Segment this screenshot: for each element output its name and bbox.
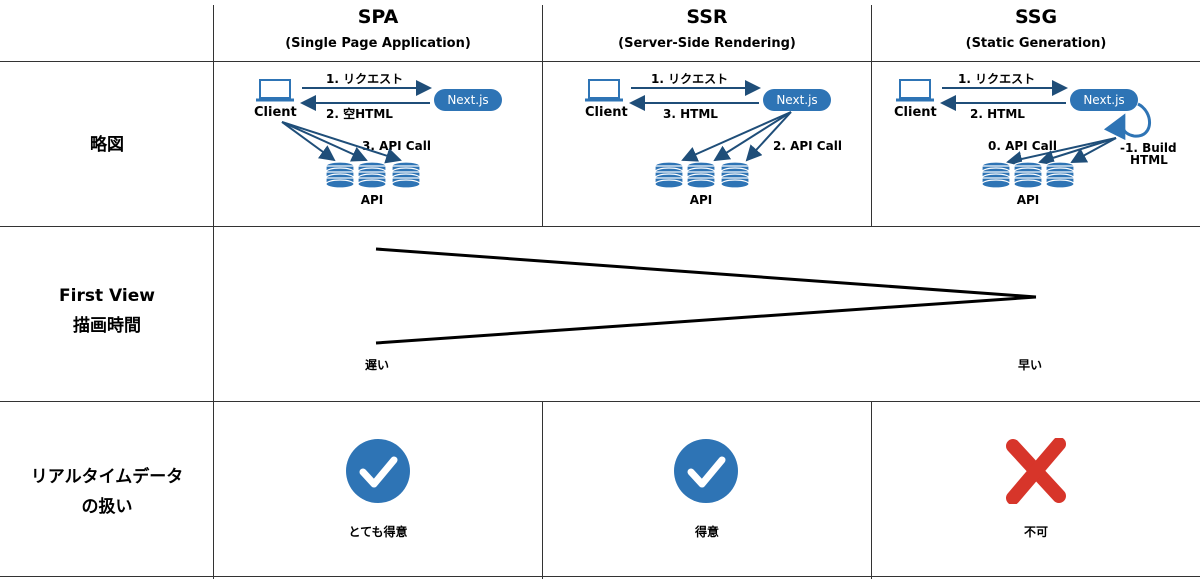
row-label-handling: の扱い xyxy=(81,497,133,517)
column-title-ssg: SSG xyxy=(1014,6,1058,28)
nextjs-label: Next.js xyxy=(1083,93,1124,107)
row-divider-firstview xyxy=(0,401,1200,402)
database-icon xyxy=(357,161,387,189)
slow-label: 遅い xyxy=(365,358,390,372)
column-title-spa: SPA xyxy=(357,6,399,28)
step-api-call-label: 0. API Call xyxy=(988,139,1057,153)
laptop-icon xyxy=(256,79,294,102)
step-request-label: 1. リクエスト xyxy=(651,72,728,86)
laptop-icon xyxy=(585,79,623,102)
col-divider-ssr-ssg-bottom xyxy=(871,401,872,579)
column-title-ssr: SSR xyxy=(686,6,728,28)
step-html-label: 2. 空HTML xyxy=(326,106,393,121)
nextjs-label: Next.js xyxy=(776,93,817,107)
fast-label: 早い xyxy=(1018,358,1043,372)
nextjs-node: Next.js xyxy=(434,89,502,111)
step-html-label: 3. HTML xyxy=(663,107,718,121)
api-label: API xyxy=(690,193,713,207)
row-label-render-time: 描画時間 xyxy=(73,316,141,336)
database-icon xyxy=(1045,161,1075,189)
step-request-label: 1. リクエスト xyxy=(326,72,403,86)
laptop-icon xyxy=(896,79,934,102)
api-label: API xyxy=(1017,193,1040,207)
check-circle-icon xyxy=(346,439,410,503)
row-divider-header xyxy=(0,61,1200,62)
step-html-label: 2. HTML xyxy=(970,107,1025,121)
col-divider-spa-ssr-bottom xyxy=(542,401,543,579)
nextjs-node: Next.js xyxy=(763,89,831,111)
nextjs-label: Next.js xyxy=(447,93,488,107)
column-subtitle-spa: (Single Page Application) xyxy=(285,36,471,51)
realtime-caption-ssr: 得意 xyxy=(694,525,719,539)
red-cross-icon xyxy=(1006,438,1066,504)
step-request-label: 1. リクエスト xyxy=(958,72,1035,86)
client-label: Client xyxy=(894,105,937,120)
col-divider-ssr-ssg xyxy=(871,5,872,226)
ssr-diagram: Client Next.js 1. リクエスト 3. HTML 2. API C… xyxy=(585,72,842,207)
build-label: -1. Build xyxy=(1120,141,1177,155)
step-api-call-label: 2. API Call xyxy=(773,139,842,153)
step-api-call-label: 3. API Call xyxy=(362,139,431,153)
column-subtitle-ssr: (Server-Side Rendering) xyxy=(618,36,796,51)
realtime-caption-spa: とても得意 xyxy=(348,525,408,539)
nextjs-node: Next.js xyxy=(1070,89,1138,111)
database-icon xyxy=(981,161,1011,189)
client-label: Client xyxy=(254,105,297,120)
spa-diagram: Client Next.js 1. リクエスト 2. 空HTML 3. API … xyxy=(254,72,502,207)
ssg-diagram: Client Next.js 1. リクエスト 2. HTML -1. Buil… xyxy=(894,72,1177,207)
row-label-realtime: リアルタイムデータ xyxy=(30,467,184,487)
build-loop-arrow xyxy=(1103,102,1151,141)
build-label-html: HTML xyxy=(1130,153,1168,167)
realtime-caption-ssg: 不可 xyxy=(1023,525,1048,539)
row-label-diagram: 略図 xyxy=(90,135,124,155)
row-label-first-view: First View xyxy=(59,286,155,306)
database-icon xyxy=(391,161,421,189)
database-icon xyxy=(686,161,716,189)
first-view-wedge xyxy=(375,247,1037,345)
database-icon xyxy=(654,161,684,189)
api-label: API xyxy=(361,193,384,207)
database-icon xyxy=(720,161,750,189)
client-label: Client xyxy=(585,105,628,120)
database-icon xyxy=(1013,161,1043,189)
row-divider-diagram xyxy=(0,226,1200,227)
check-circle-icon xyxy=(674,439,738,503)
row-divider-bottom xyxy=(0,576,1200,577)
column-subtitle-ssg: (Static Generation) xyxy=(965,36,1107,51)
col-divider-label xyxy=(213,5,214,579)
col-divider-spa-ssr xyxy=(542,5,543,226)
database-icon xyxy=(325,161,355,189)
